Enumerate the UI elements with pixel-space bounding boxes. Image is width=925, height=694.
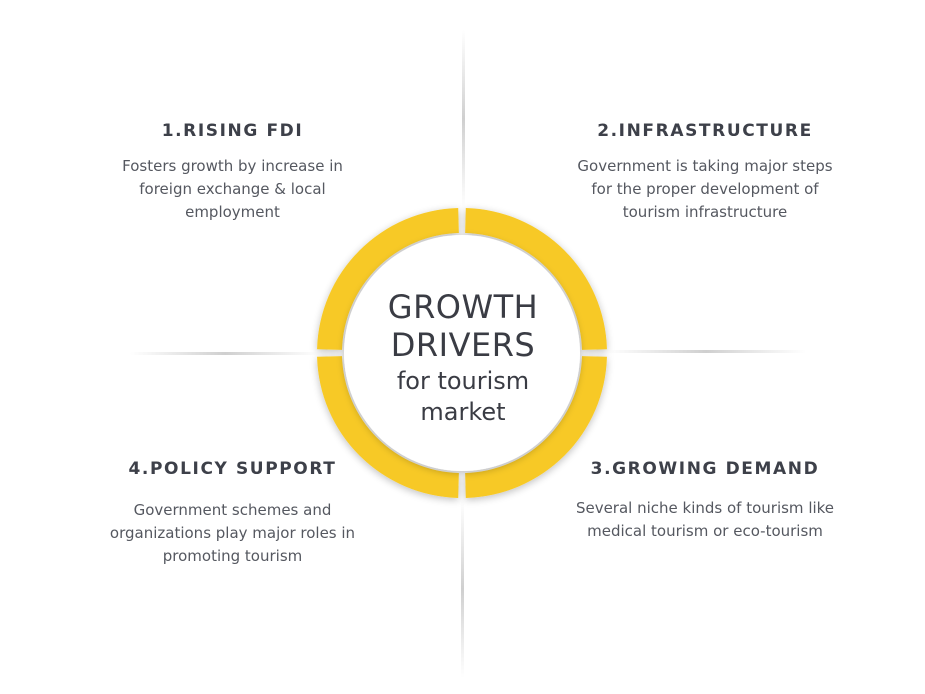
driver-description: Several niche kinds of tourism like medi… [575,499,835,540]
divider-top [462,30,465,208]
center-line-for-tourism: for tourism [396,367,530,395]
divider-left [130,352,320,355]
driver-policy-support: 4.POLICY SUPPORT Government schemes and … [100,459,365,568]
driver-title: 2.INFRASTRUCTURE [597,121,813,141]
driver-description: Government is taking major steps for the… [577,157,833,221]
center-line-growth: GROWTH [387,288,539,326]
driver-description: Government schemes and organizations pla… [109,501,356,565]
ring-segment-top-left [317,208,459,350]
driver-growing-demand: 3.GROWING DEMAND Several niche kinds of … [570,459,840,543]
center-line-drivers: DRIVERS [390,326,536,364]
growth-ring [317,208,607,498]
driver-title: 4.POLICY SUPPORT [128,459,337,479]
ring-segment-top-right [465,208,607,350]
center-circle [344,235,580,471]
divider-right [606,350,806,353]
ring-segment-bottom-right [465,356,607,498]
driver-title: 3.GROWING DEMAND [590,459,820,479]
driver-title: 1.RISING FDI [161,121,304,141]
driver-infrastructure: 2.INFRASTRUCTURE Government is taking ma… [570,121,840,224]
driver-description: Fosters growth by increase in foreign ex… [122,157,343,221]
ring-segment-bottom-left [317,356,459,498]
divider-bottom [461,500,464,678]
driver-rising-fdi: 1.RISING FDI Fosters growth by increase … [100,121,365,224]
center-line-market: market [420,398,506,426]
center-label: GROWTH DRIVERS for tourism market [352,288,574,426]
